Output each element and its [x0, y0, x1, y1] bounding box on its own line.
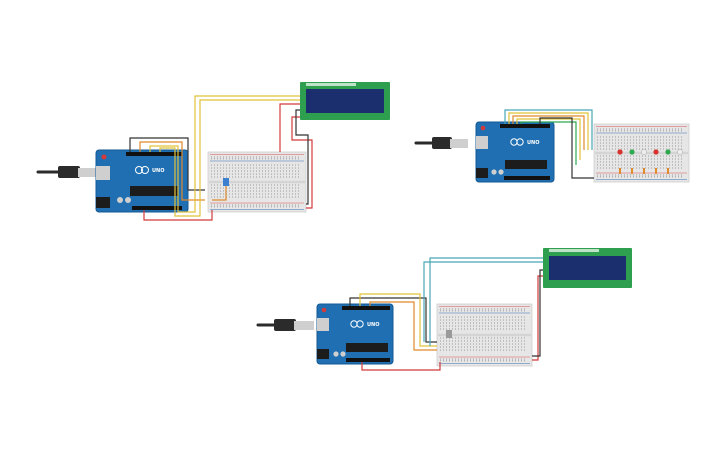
- circuit-top-right[interactable]: UNO: [414, 109, 690, 183]
- wires: [129, 95, 313, 221]
- board-model-label: UNO: [527, 140, 540, 146]
- circuit-bottom[interactable]: UNO: [256, 248, 632, 371]
- usb-port: [96, 166, 110, 180]
- breadboard[interactable]: [207, 151, 307, 213]
- arduino-uno-board[interactable]: UNO: [316, 303, 394, 365]
- power-jack: [96, 197, 110, 208]
- reset-button: [101, 154, 107, 160]
- wires: [504, 109, 594, 179]
- led-red: [617, 149, 623, 155]
- usb-cable[interactable]: [256, 319, 314, 331]
- potentiometer[interactable]: [446, 330, 452, 338]
- arduino-logo-icon: [135, 166, 143, 174]
- digital-header: [126, 152, 182, 156]
- board-model-label: UNO: [152, 168, 165, 174]
- arduino-uno-board[interactable]: UNO: [95, 149, 189, 213]
- led-red: [653, 149, 659, 155]
- lcd-16x2[interactable]: [300, 82, 390, 120]
- resistor: [643, 168, 645, 174]
- potentiometer[interactable]: [223, 178, 229, 186]
- resistor: [619, 168, 621, 174]
- arduino-uno-board[interactable]: UNO: [475, 121, 555, 183]
- analog-header: [132, 206, 182, 210]
- atmega-chip: [130, 186, 178, 196]
- resistor: [655, 168, 657, 174]
- led-green: [665, 149, 671, 155]
- led-white: [641, 149, 647, 155]
- usb-cable[interactable]: [414, 137, 468, 149]
- circuit-top-left[interactable]: UNO: [36, 82, 390, 221]
- resistor: [667, 168, 669, 174]
- breadboard[interactable]: [436, 303, 533, 367]
- resistor: [631, 168, 633, 174]
- usb-cable[interactable]: [36, 166, 98, 178]
- led-green: [629, 149, 635, 155]
- wires: [349, 257, 543, 371]
- lcd-16x2[interactable]: [543, 248, 632, 288]
- led-white: [677, 149, 683, 155]
- board-model-label: UNO: [367, 322, 380, 328]
- leds[interactable]: [617, 149, 683, 174]
